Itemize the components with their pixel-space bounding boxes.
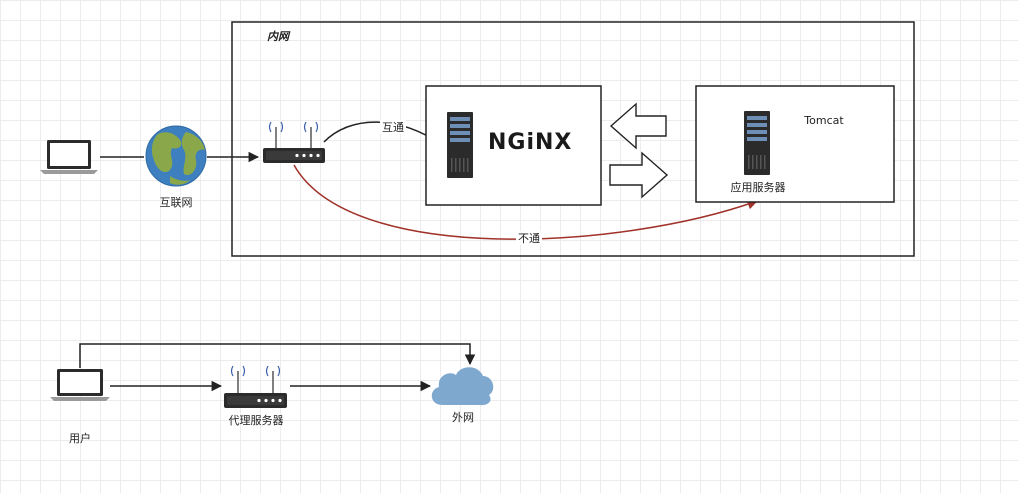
nginx-logo: NGiNX <box>488 130 572 155</box>
proxy-server-label: 代理服务器 <box>229 414 284 427</box>
proxy-router-icon <box>224 365 287 408</box>
cloud-icon <box>431 367 494 406</box>
app-server-label: 应用服务器 <box>731 180 786 194</box>
reachable-label: 互通 <box>382 121 404 134</box>
unreachable-link-arrow <box>293 164 758 240</box>
arrow-left-icon <box>609 102 667 150</box>
unreachable-label: 不通 <box>518 232 540 245</box>
client-laptop-icon <box>40 140 98 174</box>
user-to-extranet-direct-arrow <box>79 343 476 368</box>
app-server-icon <box>744 111 770 175</box>
user-label: 用户 <box>69 431 91 445</box>
internet-label: 互联网 <box>160 196 193 209</box>
intranet-boundary <box>231 21 915 257</box>
globe-icon <box>145 125 207 187</box>
nginx-server-icon <box>447 112 473 178</box>
tomcat-label: Tomcat <box>803 114 844 127</box>
user-laptop-icon <box>50 369 110 401</box>
extranet-label: 外网 <box>452 411 474 424</box>
unreachable-label-bg <box>516 231 542 245</box>
router-icon <box>263 121 325 163</box>
reachable-label-bg <box>380 120 406 134</box>
app-server-box <box>695 85 895 203</box>
intranet-label: 内网 <box>267 30 291 43</box>
arrow-right-icon <box>609 151 669 199</box>
